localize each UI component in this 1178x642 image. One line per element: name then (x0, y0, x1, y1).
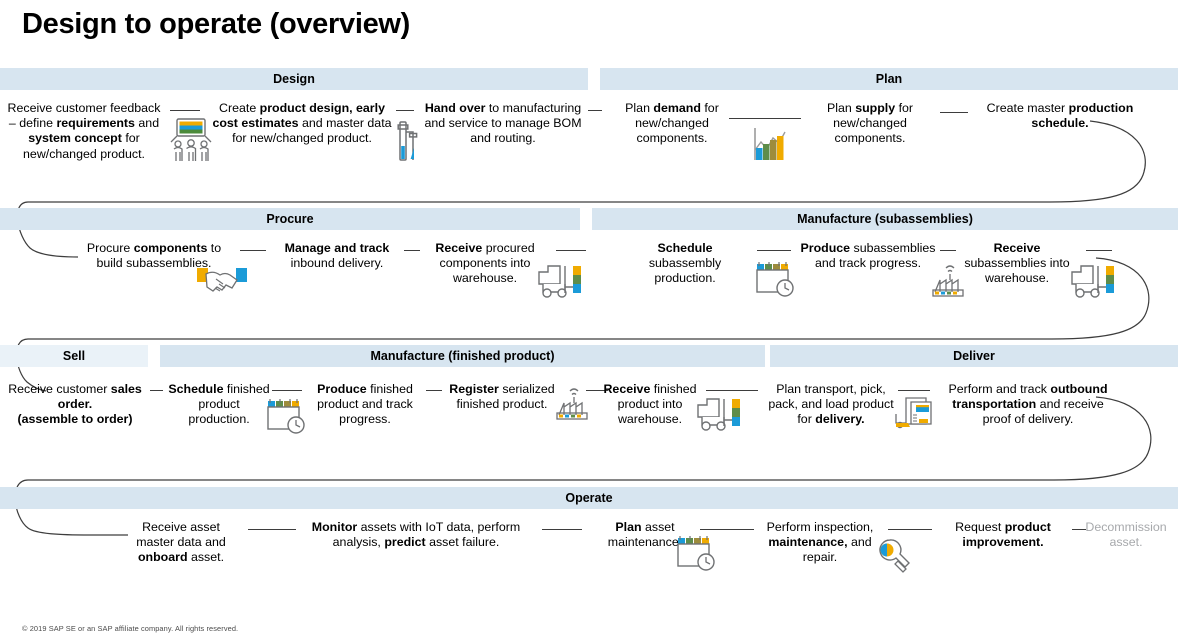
step-schedule-finished-product-production: Schedule finished product production. (168, 382, 270, 427)
calendar-clock-icon (753, 258, 797, 300)
step-receive-procured-components: Receive procured components into warehou… (435, 241, 535, 286)
connector-dash (588, 110, 602, 111)
band-label-operate: Operate (565, 490, 613, 505)
calendar-clock-icon (264, 395, 308, 437)
band-sell: Sell (0, 345, 148, 367)
step-plan-asset-maintenance: Plan asset maintenance. (607, 520, 683, 550)
connector-dash (898, 390, 930, 391)
pipeline-icon (396, 116, 422, 162)
bar-chart-trend-icon (748, 124, 790, 166)
step-decommission-asset: Decommission asset. (1085, 520, 1167, 550)
meeting-screen-icon (168, 114, 216, 164)
smart-factory-icon (928, 262, 972, 300)
connector-dash (404, 250, 420, 251)
band-label-plan: Plan (875, 71, 903, 86)
page-title: Design to operate (overview) (22, 8, 411, 40)
connector-dash (170, 110, 200, 111)
step-produce-finished-product: Produce finished product and track progr… (317, 382, 413, 427)
step-hand-over-to-manufacturing: Hand over to manufacturing and service t… (424, 101, 582, 146)
band-label-manufacture-finished-product: Manufacture (finished product) (370, 348, 555, 363)
step-receive-customer-feedback: Receive customer feedback – define requi… (7, 101, 161, 161)
step-perform-track-outbound-transportation: Perform and track outbound transportatio… (948, 382, 1108, 427)
connector-dash (396, 110, 414, 111)
band-label-deliver: Deliver (953, 348, 995, 363)
connector-dash (706, 390, 758, 391)
connector-dash (586, 390, 608, 391)
connector-dash (940, 112, 968, 113)
step-procure-components: Procure components to build subassemblie… (86, 241, 222, 271)
step-receive-subassemblies: Receive subassemblies into warehouse. (964, 241, 1070, 286)
step-monitor-assets-iot: Monitor assets with IoT data, perform an… (311, 520, 521, 550)
step-manage-track-inbound: Manage and track inbound delivery. (284, 241, 390, 271)
connector-dash (757, 250, 791, 251)
connector-dash (1086, 250, 1112, 251)
connector-dash (1072, 529, 1086, 530)
step-plan-supply: Plan supply for new/changed components. (826, 101, 914, 146)
connector-dash (150, 390, 163, 391)
step-receive-finished-product: Receive finished product into warehouse. (603, 382, 697, 427)
connector-dash (426, 390, 442, 391)
step-register-serialized-product: Register serialized finished product. (449, 382, 555, 412)
connector-dash (272, 390, 302, 391)
band-label-procure: Procure (266, 211, 314, 226)
connector-dash (729, 118, 801, 119)
band-label-manufacture-subassemblies: Manufacture (subassemblies) (797, 211, 973, 226)
step-receive-customer-sales-order: Receive customer sales order.(assemble t… (8, 382, 142, 427)
step-schedule-subassembly-production: Schedule subassembly production. (648, 241, 722, 286)
wrench-icon (868, 534, 912, 574)
connector-dash (940, 250, 956, 251)
connector-dash (888, 529, 932, 530)
step-request-product-improvement: Request product improvement. (955, 520, 1051, 550)
step-plan-demand: Plan demand for new/changed components. (625, 101, 719, 146)
handshake-icon (194, 262, 250, 298)
step-plan-transport-pick-pack: Plan transport, pick, pack, and load pro… (768, 382, 894, 427)
calendar-clock-icon (674, 532, 718, 574)
forklift-icon (694, 393, 744, 433)
step-create-product-design: Create product design, early cost estima… (212, 101, 392, 146)
connector-dash (542, 529, 582, 530)
band-procure: Procure (0, 208, 580, 230)
copyright-footer: © 2019 SAP SE or an SAP affiliate compan… (22, 624, 239, 633)
band-manufacture-subassemblies: Manufacture (subassemblies) (592, 208, 1178, 230)
forklift-icon (1068, 260, 1118, 300)
band-label-design: Design (273, 71, 315, 86)
band-design: Design (0, 68, 588, 90)
step-receive-asset-master-data: Receive asset master data and onboard as… (136, 520, 226, 565)
band-label-sell: Sell (62, 348, 86, 363)
connector-dash (556, 250, 586, 251)
band-operate: Operate (0, 487, 1178, 509)
band-manufacture-finished-product: Manufacture (finished product) (160, 345, 765, 367)
step-create-master-production-schedule: Create master production schedule. (986, 101, 1134, 131)
connector-dash (240, 250, 266, 251)
step-perform-inspection-maintenance: Perform inspection, maintenance, and rep… (766, 520, 874, 565)
delivery-docs-icon (892, 392, 938, 432)
step-produce-subassemblies: Produce subassemblies and track progress… (800, 241, 936, 271)
band-plan: Plan (600, 68, 1178, 90)
connector-dash (248, 529, 296, 530)
smart-factory-icon (552, 385, 596, 425)
band-deliver: Deliver (770, 345, 1178, 367)
forklift-icon (535, 260, 585, 300)
connector-dash (700, 529, 754, 530)
